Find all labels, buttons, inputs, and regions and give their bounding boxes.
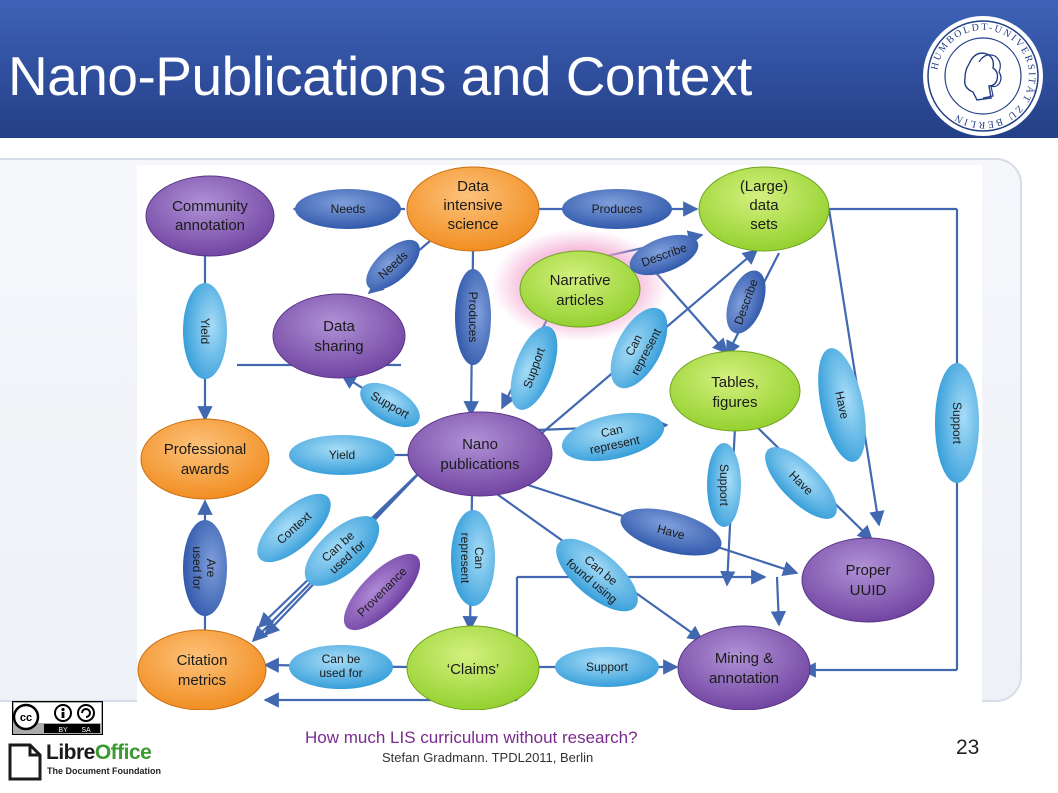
node-claims: ‘Claims’	[406, 625, 540, 710]
svg-text:Can: Can	[472, 547, 486, 569]
svg-text:Proper: Proper	[845, 562, 890, 579]
svg-text:used for: used for	[319, 666, 362, 680]
svg-text:Data: Data	[323, 318, 355, 335]
svg-text:annotation: annotation	[175, 217, 245, 234]
svg-text:sharing: sharing	[314, 338, 363, 355]
svg-text:SA: SA	[81, 727, 91, 734]
svg-text:science: science	[448, 216, 499, 233]
svg-text:Support: Support	[586, 660, 629, 674]
page-number: 23	[956, 736, 980, 759]
concept-diagram: Community annotation Data intensive scie…	[137, 165, 982, 710]
svg-text:data: data	[749, 197, 779, 214]
svg-text:Professional: Professional	[164, 441, 247, 458]
node-nano-publications: Nano publications	[407, 411, 553, 497]
svg-text:Community: Community	[172, 198, 248, 215]
node-proper-uuid: Proper UUID	[801, 537, 935, 623]
svg-text:Data: Data	[457, 178, 489, 195]
edge-context: Context	[257, 493, 331, 563]
edge-describe-2: Describe	[726, 270, 766, 334]
edge-needs-1: Needs	[295, 189, 401, 229]
svg-text:Needs: Needs	[331, 202, 366, 216]
node-narrative-articles: Narrative articles	[519, 250, 641, 328]
edge-have-1: Have	[818, 348, 866, 462]
node-data-sharing: Data sharing	[272, 293, 406, 379]
edge-support-5: Support	[555, 647, 659, 687]
svg-text:Mining &: Mining &	[715, 650, 773, 667]
svg-text:used for: used for	[190, 546, 204, 589]
edge-describe-1: Describe	[629, 234, 699, 276]
edge-have-3: Have	[620, 508, 722, 556]
title-bar	[0, 0, 1058, 138]
edge-support-2: Support	[935, 363, 979, 483]
edge-produces-1: Produces	[562, 189, 672, 229]
svg-text:represent: represent	[458, 533, 472, 584]
svg-text:Citation: Citation	[177, 652, 228, 669]
document-icon	[8, 743, 42, 781]
cc-icon	[12, 703, 40, 731]
edge-support-3: Support	[360, 382, 420, 428]
footer-author: Stefan Gradmann. TPDL2011, Berlin	[382, 750, 594, 765]
svg-text:Yield: Yield	[329, 448, 355, 462]
svg-text:Narrative: Narrative	[550, 272, 611, 289]
svg-text:intensive: intensive	[443, 197, 502, 214]
svg-text:Can: Can	[600, 422, 624, 440]
creative-commons-badge[interactable]: cc BY SA	[12, 701, 103, 735]
edge-can-be-used-for-2: Can be used for	[289, 645, 393, 689]
edge-can-represent-3: Can represent	[451, 510, 495, 606]
svg-text:publications: publications	[440, 456, 519, 473]
svg-text:(Large): (Large)	[740, 178, 788, 195]
svg-text:Yield: Yield	[198, 318, 212, 344]
libreoffice-wordmark: LibreOffice	[46, 741, 152, 764]
node-data-intensive-science: Data intensive science	[406, 166, 540, 252]
node-professional-awards: Professional awards	[140, 418, 270, 500]
node-citation-metrics: Citation metrics	[137, 629, 267, 710]
edge-needs-2: Needs	[366, 239, 420, 291]
libreoffice-logo	[6, 739, 166, 783]
edge-can-be-found-using: Can be found using	[556, 538, 638, 612]
university-seal: HUMBOLDT-UNIVERSITÄT ZU BERLIN	[923, 16, 1043, 136]
svg-text:Produces: Produces	[466, 292, 480, 343]
svg-text:articles: articles	[556, 292, 604, 309]
edge-produces-2: Produces	[455, 269, 491, 365]
svg-text:Support: Support	[717, 464, 731, 507]
svg-text:figures: figures	[712, 394, 757, 411]
svg-text:metrics: metrics	[178, 672, 226, 689]
edge-yield-1: Yield	[183, 283, 227, 379]
edge-can-represent-2: Can represent	[561, 412, 665, 462]
libreoffice-subtitle: The Document Foundation	[47, 766, 161, 776]
svg-text:Can be: Can be	[322, 652, 361, 666]
svg-text:Are: Are	[204, 559, 218, 578]
svg-text:Nano: Nano	[462, 436, 498, 453]
svg-text:Have: Have	[832, 390, 852, 421]
svg-text:annotation: annotation	[709, 670, 779, 687]
svg-text:‘Claims’: ‘Claims’	[447, 661, 500, 678]
edge-yield-2: Yield	[289, 435, 395, 475]
node-mining-annotation: Mining & annotation	[677, 625, 811, 710]
edge-support-4: Support	[707, 443, 741, 527]
slide-title: Nano-Publications and Context	[8, 45, 752, 107]
node-community-annotation: Community annotation	[145, 175, 275, 257]
svg-text:UUID: UUID	[850, 582, 887, 599]
svg-text:cc: cc	[20, 712, 32, 724]
svg-text:Tables,: Tables,	[711, 374, 759, 391]
node-large-data-sets: (Large) data sets	[698, 166, 830, 252]
edge-have-2: Have	[765, 447, 837, 519]
edge-support-1: Support	[510, 326, 558, 410]
svg-text:Produces: Produces	[592, 202, 643, 216]
edge-are-used-for: Are used for	[183, 520, 227, 616]
svg-text:Support: Support	[950, 402, 964, 445]
node-tables-figures: Tables, figures	[669, 350, 801, 432]
edge-can-represent-1: Can represent	[610, 307, 668, 389]
footer-title: How much LIS curriculum without research…	[305, 728, 638, 747]
svg-text:awards: awards	[181, 461, 229, 478]
svg-text:BY: BY	[58, 727, 68, 734]
sa-icon	[77, 704, 95, 722]
svg-text:sets: sets	[750, 216, 778, 233]
